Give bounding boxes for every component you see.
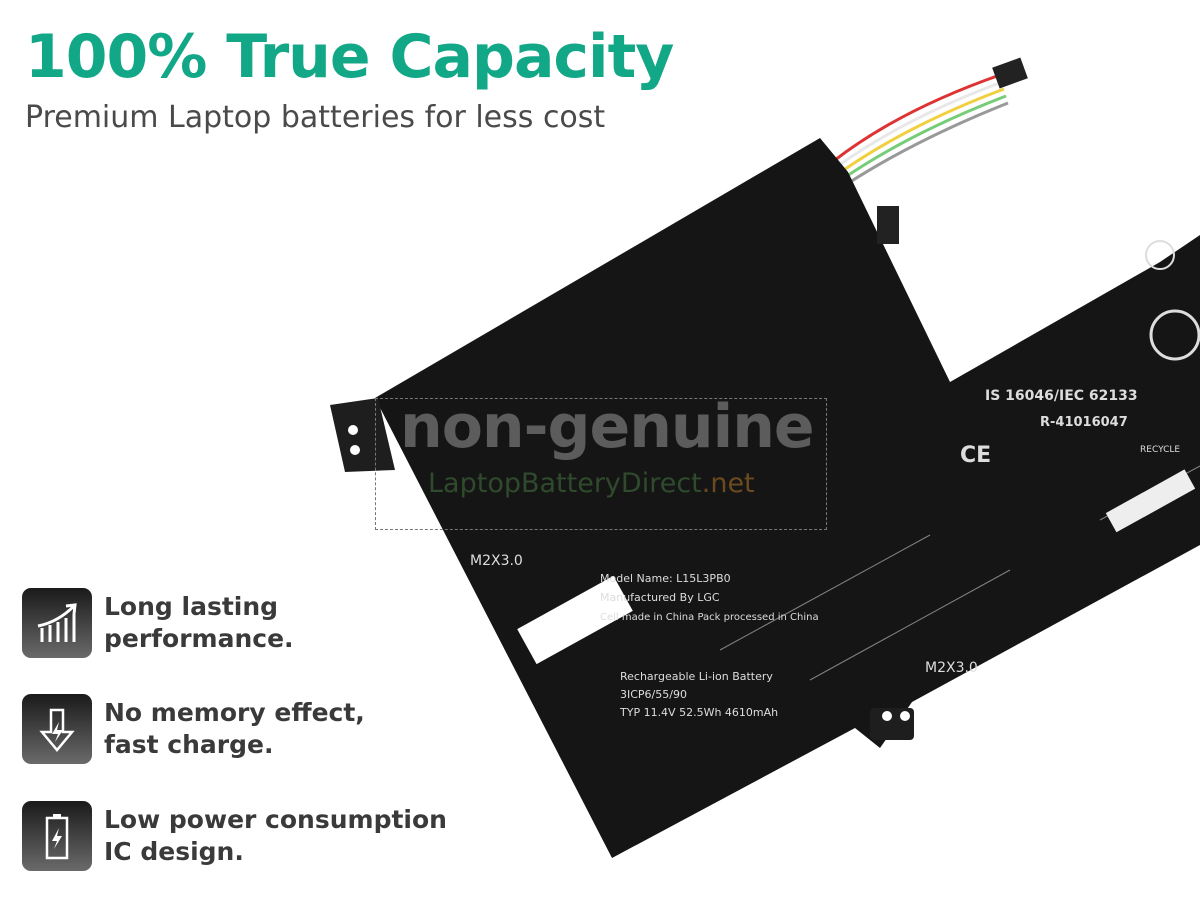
battery-bolt-icon [22,801,92,871]
registration-label: R-41016047 [1040,415,1128,430]
feature-long-lasting: Long lasting performance. [22,588,294,658]
type-label: Rechargeable Li-ion Battery [620,670,773,683]
watermark-non-genuine: non-genuine [400,392,815,462]
cell-label: 3ICP6/55/90 [620,688,687,701]
headline-title: 100% True Capacity [25,22,674,92]
feature-2-line2: fast charge. [104,730,274,759]
feature-fast-charge: No memory effect, fast charge. [22,694,365,764]
watermark-site-tld: .net [701,468,755,499]
manufacturer-label: Manufactured By LGC [600,591,720,604]
feature-low-power: Low power consumption IC design. [22,801,447,871]
feature-3-line2: IC design. [104,837,244,866]
battery-cable [834,57,1028,186]
rating-label: TYP 11.4V 52.5Wh 4610mAh [619,706,778,719]
standard-label: IS 16046/IEC 62133 [985,388,1138,404]
origin-label: Cell made in China Pack processed in Chi… [600,612,819,623]
model-label: Model Name: L15L3PB0 [600,572,731,585]
recycle-label: RECYCLE [1140,445,1180,455]
feature-3-line1: Low power consumption [104,805,447,834]
chart-growth-icon [22,588,92,658]
screw-label-left: M2X3.0 [470,553,523,569]
screw-label-bottom: M2X3.0 [925,660,978,676]
ce-mark: CE [960,443,991,468]
battery-body [375,138,1200,858]
headline-subtitle: Premium Laptop batteries for less cost [25,100,606,135]
feature-1-line1: Long lasting [104,592,279,621]
watermark-site-name: LaptopBatteryDirect [428,468,702,499]
watermark-box [375,398,827,530]
charge-arrow-icon [22,694,92,764]
watermark-site: LaptopBatteryDirect.net [428,468,755,500]
feature-1-line2: performance. [104,624,294,653]
feature-2-line1: No memory effect, [104,698,365,727]
